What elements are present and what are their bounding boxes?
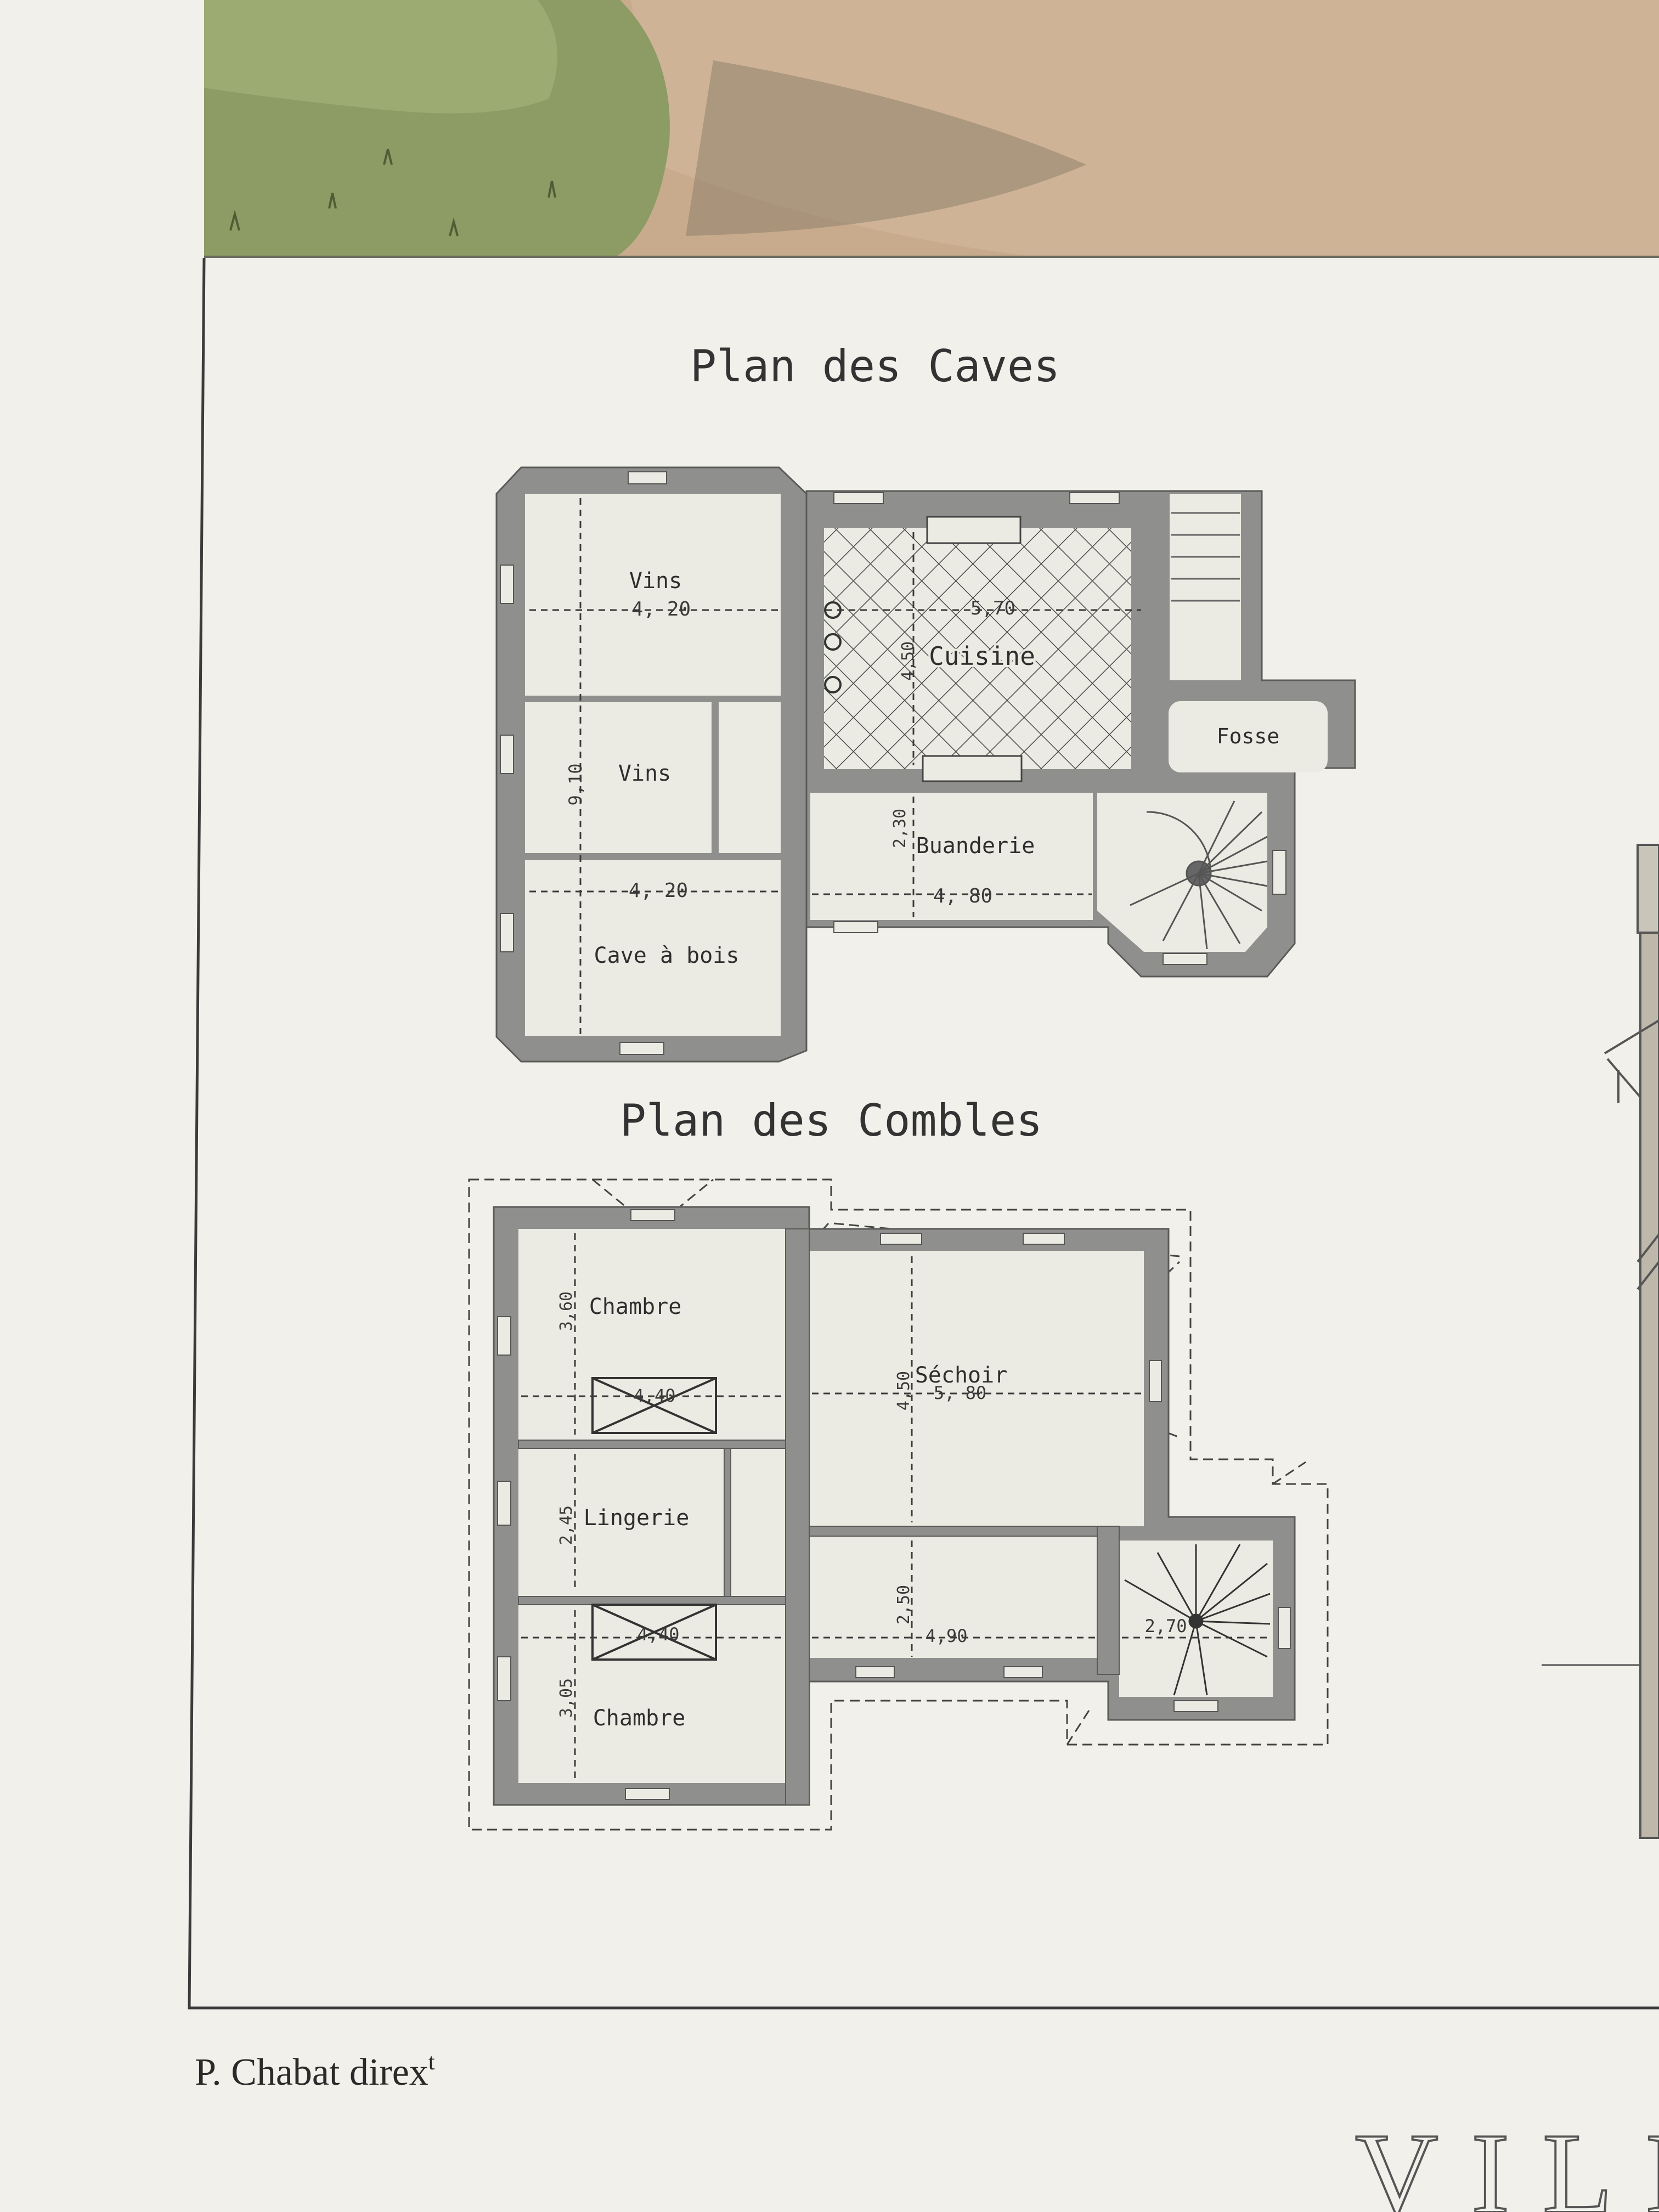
roof-outline [468,1178,1329,1831]
dim-buanderie-width: 4, 80 [933,885,992,907]
landscape-illustration [204,0,1659,258]
label-fosse: Fosse [1217,724,1279,748]
chimney-flue-top [591,1377,717,1434]
spiral-stair-room-caves [1097,793,1267,952]
room-cave-a-bois [525,860,781,1036]
caves-dimension-lines [529,498,1141,1034]
label-cave-a-bois: Cave à bois [594,943,740,968]
dim-chambre-bottom-width: 4,40 [637,1624,679,1645]
dim-sechoir-width: 5, 80 [934,1383,986,1403]
label-cuisine: Cuisine [929,641,1035,671]
passage-combles [730,1448,786,1596]
dim-vins-width: 4, 20 [631,598,691,620]
room-lingerie [518,1448,724,1596]
plan-caves-title: Plan des Caves [690,341,1060,392]
room-fosse [1169,701,1328,772]
room-chambre-top [518,1229,786,1440]
room-sechoir [809,1251,1144,1526]
plan-combles: Chambre 3,60 4,40 Lingerie 2,45 4,40 Cha… [468,1178,1329,1831]
kitchen-range [926,516,1022,544]
label-buanderie: Buanderie [916,833,1035,859]
dim-stair-width: 2,70 [1144,1616,1187,1637]
dim-chambre-top-width: 4,40 [633,1385,675,1406]
room-vins-top [525,494,781,696]
plate-border [188,257,1659,2010]
dim-sechoir-depth: 4,50 [894,1371,913,1410]
chimney-flue-bottom [591,1604,717,1661]
dim-cuisine-width: 5,70 [970,597,1015,619]
stair-flight-caves [1170,494,1241,680]
label-chambre-top: Chambre [589,1294,682,1319]
combles-dimension-lines [521,1233,1270,1780]
elevation-fragment [1542,844,1659,1839]
plan-caves: Vins 4, 20 Vins 9,10 4, 20 Cave à bois 5… [495,466,1356,1063]
villa-title-fragment: VILLA [1355,2110,1659,2212]
dim-lower-width: 4,90 [925,1626,967,1646]
engraver-credit: P. Chabat dirext [195,2050,435,2094]
room-buanderie [810,793,1093,920]
spiral-stair-combles [1124,1544,1271,1696]
kitchen-boiler-icons [824,601,842,693]
plan-combles-title: Plan des Combles [620,1095,1043,1146]
spiral-stair-caves [1130,800,1268,950]
room-chambre-bottom [518,1605,786,1783]
dim-chambre-top-depth: 3,60 [557,1291,576,1331]
label-vins-small: Vins [618,761,671,786]
label-chambre-bottom: Chambre [593,1706,686,1731]
dim-cave-width: 4, 20 [629,879,688,902]
passage-caves [719,702,781,853]
dim-buanderie-depth: 2,30 [890,809,910,848]
room-cuisine [824,528,1131,769]
dim-chambre-bottom-depth: 3,05 [557,1678,576,1718]
dim-total-depth: 9,10 [565,763,586,805]
kitchen-sink-counter [922,755,1023,782]
credit-superscript: t [428,2050,435,2075]
dim-cuisine-depth: 4,50 [899,641,918,681]
dim-lingerie-depth: 2,45 [557,1505,576,1545]
label-vins-top: Vins [629,568,682,594]
label-lingerie: Lingerie [584,1505,690,1531]
label-sechoir: Séchoir [915,1363,1008,1388]
room-vins-small [525,702,712,853]
dim-lower-depth: 2,50 [894,1585,913,1624]
